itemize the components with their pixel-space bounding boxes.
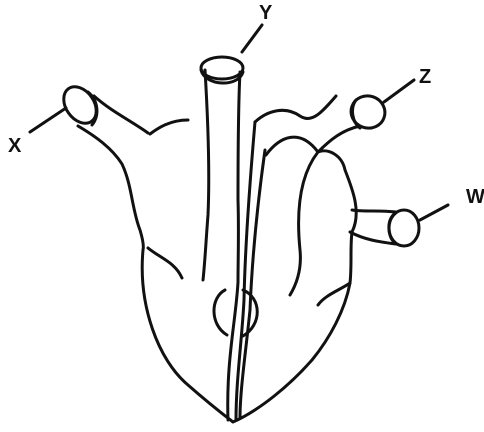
vessel-x — [78, 96, 148, 250]
vessel-y — [203, 70, 240, 282]
label-y: Y — [259, 3, 272, 23]
leader-line-y — [242, 25, 262, 52]
left-atrium-curve — [148, 248, 182, 278]
vessel-w-rim — [389, 214, 396, 244]
leader-line-w — [420, 205, 448, 220]
label-z: Z — [419, 67, 431, 87]
vessel-y-opening — [201, 57, 243, 79]
leader-line-x — [30, 108, 66, 132]
label-x: X — [8, 136, 21, 156]
vessel-z — [255, 96, 360, 155]
vessel-x-inner — [150, 120, 188, 134]
leader-line-z — [384, 80, 414, 102]
right-atrium-curve — [290, 152, 318, 295]
label-w: W — [466, 187, 484, 207]
